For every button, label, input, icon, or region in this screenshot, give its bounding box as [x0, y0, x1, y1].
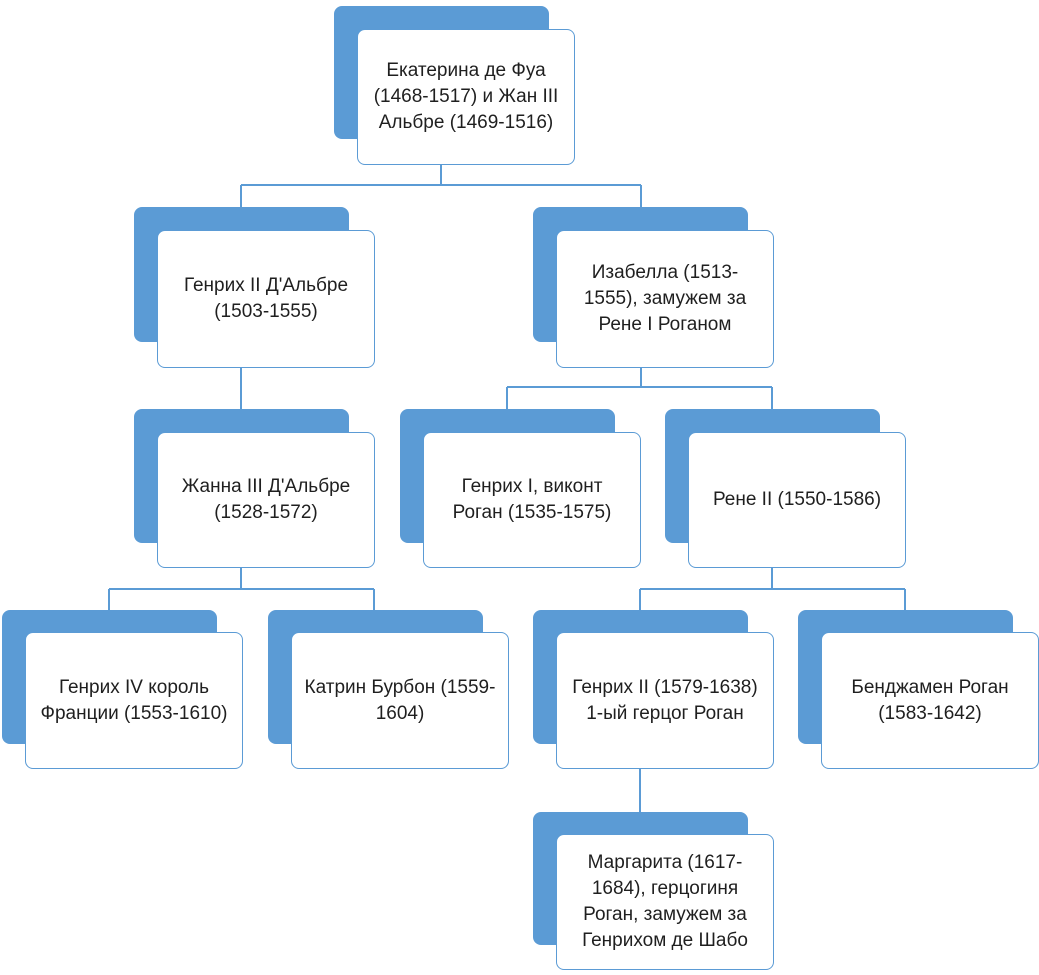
node-henri2-albret-label: Генрих II Д'Альбре (1503-1555): [183, 275, 349, 322]
node-marguerite-label: Маргарита (1617-1684), герцогиня Роган, …: [582, 852, 748, 951]
node-catherine-bourbon-label: Катрин Бурбон (1559-1604): [304, 676, 496, 724]
node-henri4-label: Генрих IV король Франции (1553-1610): [40, 676, 228, 724]
node-isabella-label: Изабелла (1513-1555), замужем за Рене I …: [583, 262, 747, 335]
node-jeanne3: Жанна III Д'Альбре (1528-1572): [157, 432, 375, 568]
node-benjamin-label: Бенджамен Роган (1583-1642): [851, 676, 1009, 724]
node-henri4: Генрих IV король Франции (1553-1610): [25, 632, 243, 769]
node-isabella: Изабелла (1513-1555), замужем за Рене I …: [556, 230, 774, 368]
node-catherine-bourbon: Катрин Бурбон (1559-1604): [291, 632, 509, 769]
node-root: Екатерина де Фуа (1468-1517) и Жан III А…: [357, 29, 575, 165]
node-henri2-rohan-label: Генрих II (1579-1638) 1-ый герцог Роган: [572, 676, 758, 724]
node-henri2-albret: Генрих II Д'Альбре (1503-1555): [157, 230, 375, 368]
node-rene2: Рене II (1550-1586): [688, 432, 906, 568]
node-henri2-rohan: Генрих II (1579-1638) 1-ый герцог Роган: [556, 632, 774, 769]
node-jeanne3-label: Жанна III Д'Альбре (1528-1572): [181, 476, 351, 523]
node-root-label: Екатерина де Фуа (1468-1517) и Жан III А…: [373, 60, 559, 133]
node-henri1-rohan-label: Генрих I, виконт Роган (1535-1575): [452, 476, 612, 523]
node-benjamin: Бенджамен Роган (1583-1642): [821, 632, 1039, 769]
node-henri1-rohan: Генрих I, виконт Роган (1535-1575): [423, 432, 641, 568]
node-marguerite: Маргарита (1617-1684), герцогиня Роган, …: [556, 834, 774, 970]
node-rene2-label: Рене II (1550-1586): [712, 489, 882, 510]
